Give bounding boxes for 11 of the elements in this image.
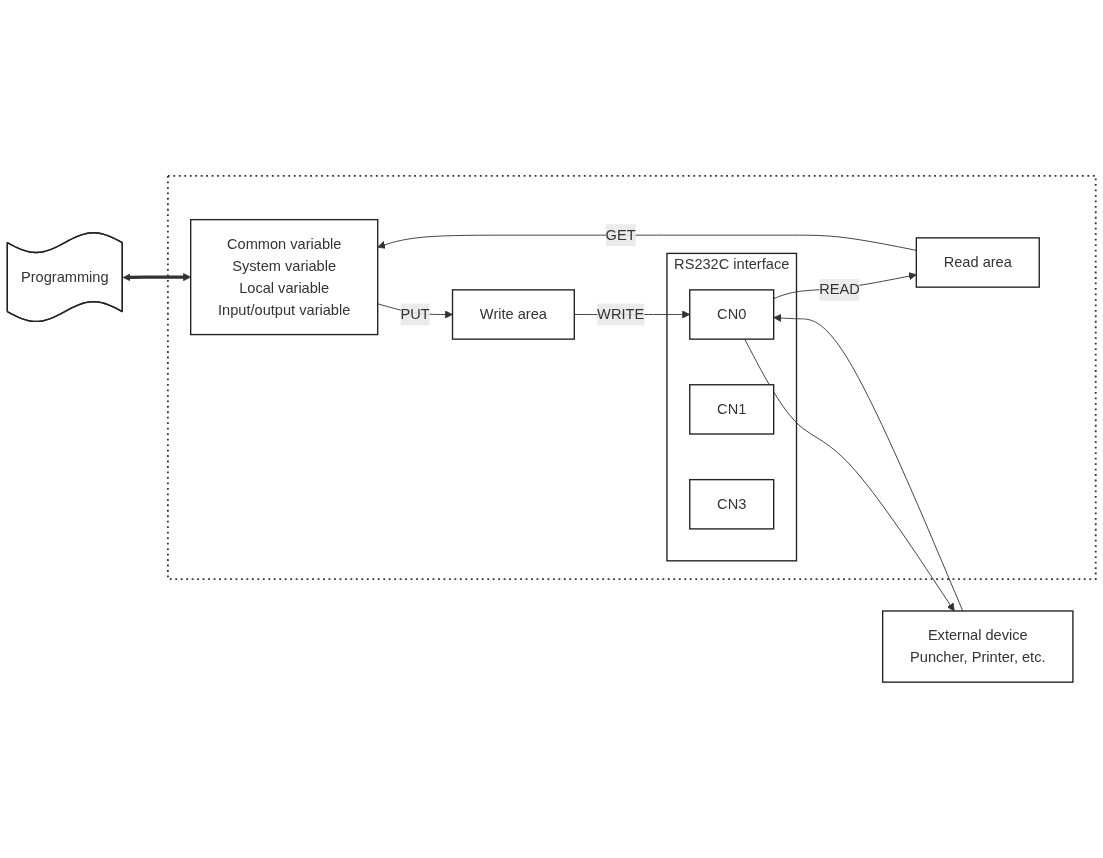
node-box: Read area — [915, 237, 1040, 288]
node-box: CN0 — [689, 289, 775, 340]
node-box: Write area — [451, 289, 575, 340]
node-box: CN3 — [689, 478, 775, 530]
edge-label: READ — [819, 281, 860, 298]
node-box: CN1 — [689, 384, 775, 435]
edge-label: WRITE — [597, 306, 645, 322]
edge-label: GET — [605, 226, 636, 243]
node-box: External device Puncher, Printer, etc. — [881, 610, 1074, 683]
edge-label: PUT — [400, 306, 430, 322]
node-box: Common variable System variable Local variable Input/output variable — [190, 218, 379, 336]
